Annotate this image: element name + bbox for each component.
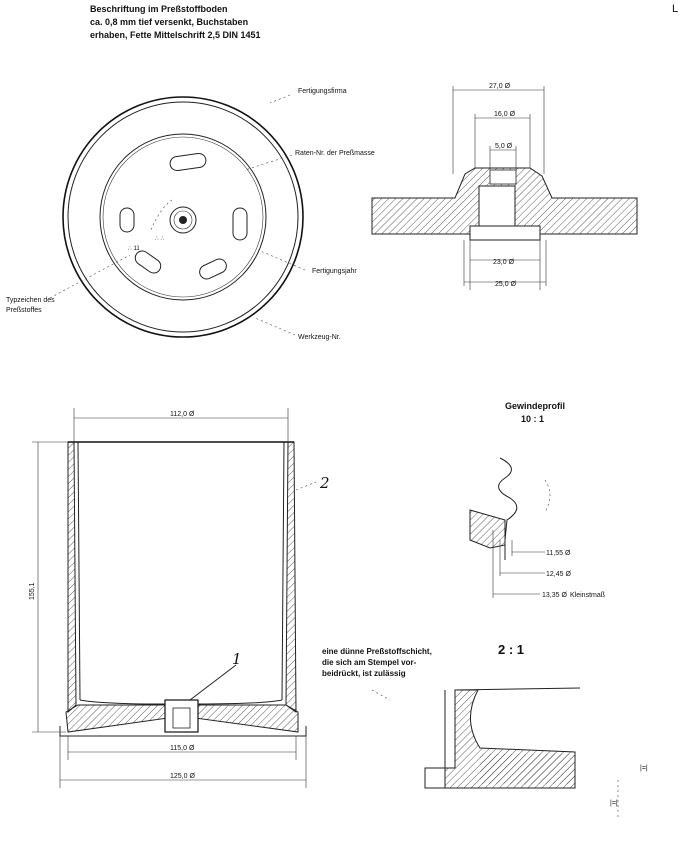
leader-fertigungsfirma bbox=[269, 94, 291, 104]
embossed-type-mark: ∴ 11 bbox=[128, 246, 140, 252]
note-leader bbox=[371, 689, 391, 701]
fillet-right bbox=[197, 699, 283, 705]
header-line-1: Beschriftung im Preßstoffboden bbox=[90, 4, 228, 14]
label-typzeichen-1: Typzeichen des bbox=[6, 297, 55, 304]
dim-155-text: 155,1 bbox=[29, 582, 36, 600]
dim-kleinstmass-text: Kleinstmaß bbox=[570, 592, 605, 599]
callout-1-leader bbox=[189, 664, 237, 701]
thread-arc-mark bbox=[544, 479, 551, 513]
label-fertigungsjahr: Fertigungsjahr bbox=[312, 268, 357, 275]
thread-profile: Gewindeprofil 10 : 1 11,55 Ø 12,45 Ø 13,… bbox=[469, 401, 605, 599]
base-flange bbox=[59, 726, 307, 737]
corner-mark: L bbox=[672, 3, 678, 15]
inner-face bbox=[99, 133, 267, 301]
main-section: 112,0 Ø 155,1 115,0 Ø 125,0 Ø 1 2 bbox=[29, 408, 330, 788]
leader-raten bbox=[244, 154, 293, 171]
thread-title: Gewindeprofil bbox=[505, 401, 565, 411]
callout-1: 1 bbox=[232, 650, 242, 668]
base-right bbox=[194, 704, 299, 733]
dim-115-text: 115,0 Ø bbox=[170, 745, 195, 752]
section-nut-head bbox=[489, 169, 517, 185]
enlarged-scale: 2 : 1 bbox=[498, 642, 524, 657]
fillet-left bbox=[79, 699, 166, 705]
section-bore bbox=[478, 185, 516, 227]
slot-bottom-right bbox=[199, 258, 227, 280]
wall-right bbox=[285, 441, 297, 713]
wall-left bbox=[67, 441, 77, 714]
base-left bbox=[65, 704, 169, 733]
enlarged-detail: eine dünne Preßstoffschicht, die sich am… bbox=[322, 642, 648, 820]
dim-112-text: 112,0 Ø bbox=[170, 411, 195, 418]
dim-5-text: 5,0 Ø bbox=[495, 143, 513, 150]
callout-2-leader bbox=[295, 481, 317, 491]
note-line-2: die sich am Stempel vor- bbox=[322, 658, 417, 667]
callout-2: 2 bbox=[319, 474, 330, 492]
section-spigot bbox=[469, 225, 541, 241]
inner-wall-right bbox=[281, 441, 285, 701]
thread-hatch bbox=[469, 509, 506, 549]
dim-16-text: 16,0 Ø bbox=[494, 111, 516, 118]
thread-flank bbox=[498, 457, 518, 541]
outer-rim-inner bbox=[67, 101, 299, 333]
centre-nut-inner bbox=[173, 210, 193, 230]
slot-left bbox=[119, 207, 135, 233]
embossed-year-mark: ∴ ∴ bbox=[155, 236, 164, 242]
inner-wall-left bbox=[77, 441, 81, 701]
label-raten: Raten-Nr. der Preßmasse bbox=[295, 150, 375, 157]
header-line-3: erhaben, Fette Mittelschrift 2,5 DIN 145… bbox=[90, 30, 261, 40]
header-line-2: ca. 0,8 mm tief versenkt, Buchstaben bbox=[90, 17, 248, 27]
outer-rim bbox=[62, 96, 304, 338]
slot-top bbox=[169, 152, 207, 172]
centre-nut bbox=[169, 206, 197, 234]
inner-face-edge bbox=[102, 136, 264, 298]
centre-hole bbox=[179, 216, 187, 224]
detail-small-dim-2: |=| bbox=[610, 800, 618, 807]
dim-1335-text: 13,35 Ø bbox=[542, 592, 567, 599]
detail-section: 27,0 Ø 16,0 Ø 5,0 Ø 23,0 Ø 25,0 Ø bbox=[371, 83, 638, 290]
slot-right bbox=[232, 207, 248, 241]
dim-25-text: 25,0 Ø bbox=[495, 281, 517, 288]
leader-fertigungsjahr bbox=[257, 249, 306, 271]
dim-27-text: 27,0 Ø bbox=[489, 83, 511, 90]
note-line-3: beidrückt, ist zulässig bbox=[322, 669, 406, 678]
dim-125-text: 125,0 Ø bbox=[170, 773, 195, 780]
dim-1245-text: 12,45 Ø bbox=[546, 571, 571, 578]
header-note: Beschriftung im Preßstoffboden ca. 0,8 m… bbox=[90, 4, 261, 40]
leader-werkzeug bbox=[254, 317, 296, 336]
top-view: ∴ 11 ∴ ∴ Fertigungsfirma Raten-Nr. der P… bbox=[6, 88, 375, 341]
detail-top bbox=[454, 687, 581, 691]
label-werkzeug: Werkzeug-Nr. bbox=[298, 334, 341, 341]
leader-typzeichen bbox=[49, 254, 131, 299]
detail-dense-hatch bbox=[480, 754, 575, 784]
note-line-1: eine dünne Preßstoffschicht, bbox=[322, 647, 432, 656]
detail-small-dim-1: |=| bbox=[640, 765, 648, 772]
centre-boss-bore bbox=[172, 707, 191, 729]
thread-scale: 10 : 1 bbox=[521, 414, 544, 424]
dim-23-text: 23,0 Ø bbox=[493, 259, 515, 266]
label-fertigungsfirma: Fertigungsfirma bbox=[298, 88, 347, 95]
marking-arc bbox=[149, 199, 173, 233]
slot-bottom-left bbox=[134, 250, 162, 274]
label-typzeichen-2: Preßstoffes bbox=[6, 307, 42, 314]
dim-1155-text: 11,55 Ø bbox=[546, 550, 571, 557]
